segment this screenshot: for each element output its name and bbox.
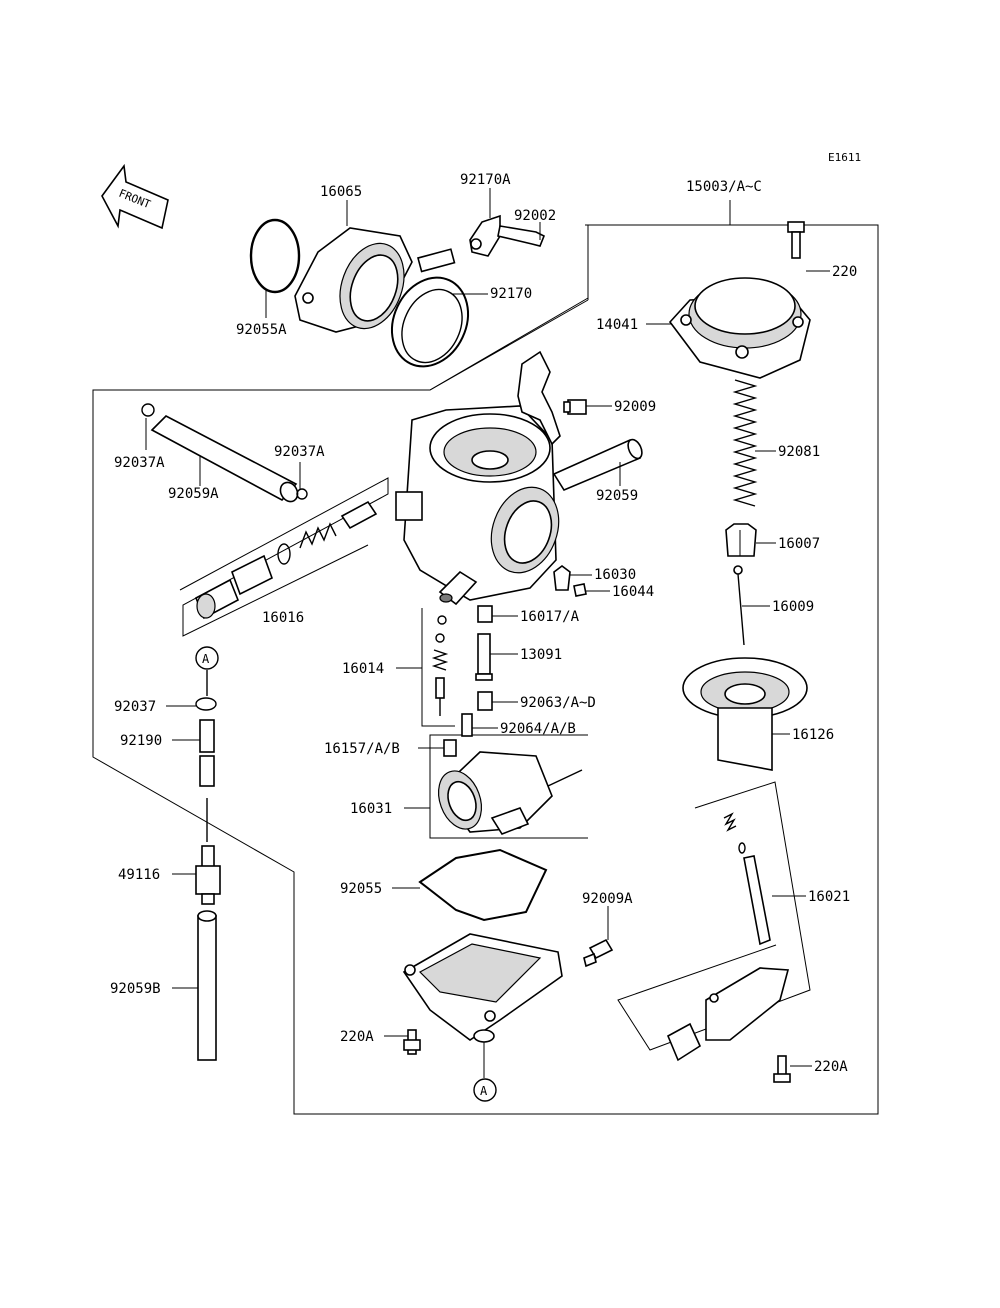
label-16030: 16030 (594, 567, 636, 583)
hose-92059b (197, 910, 217, 1061)
svg-text:A: A (480, 1084, 488, 1098)
valve-16030 (553, 565, 571, 591)
reference-marker-a-lower: A (473, 1078, 497, 1102)
label-16021: 16021 (808, 889, 850, 905)
label-92063: 92063/A~D (520, 695, 596, 711)
label-16009: 16009 (772, 599, 814, 615)
label-220: 220 (832, 264, 857, 280)
label-92059a: 92059A (168, 486, 219, 502)
label-92190: 92190 (120, 733, 162, 749)
bracket-92170a (469, 214, 501, 257)
screw-220a-left (403, 1029, 421, 1055)
part-labels: 16065 92170A 92002 92170 92055A 15003/A~… (110, 172, 857, 1075)
label-92170a: 92170A (460, 172, 511, 188)
adjuster-49116 (195, 845, 221, 905)
gasket-92055 (418, 848, 548, 922)
spring-92081 (732, 379, 758, 507)
label-92059: 92059 (596, 488, 638, 504)
label-16157: 16157/A/B (324, 741, 400, 757)
clip-92037a-upper (141, 403, 155, 417)
label-220a-left: 220A (340, 1029, 374, 1045)
label-16017: 16017/A (520, 609, 580, 625)
jet-92064 (461, 713, 473, 737)
label-92009: 92009 (614, 399, 656, 415)
jet-needle-16009 (733, 565, 745, 646)
top-cover-14041 (668, 277, 811, 379)
o-ring-92055a (249, 218, 301, 294)
diagram-code: E1611 (828, 151, 861, 164)
label-92081: 92081 (778, 444, 820, 460)
label-16016: 16016 (262, 610, 304, 626)
label-16065: 16065 (320, 184, 362, 200)
throttle-cable-16021 (666, 812, 790, 1062)
carb-holder-16065 (294, 227, 413, 333)
label-220a-right: 220A (814, 1059, 848, 1075)
label-92037: 92037 (114, 699, 156, 715)
main-jet-16017 (477, 605, 493, 623)
label-92037a-right: 92037A (274, 444, 325, 460)
label-92037a-left: 92037A (114, 455, 165, 471)
label-13091: 13091 (520, 647, 562, 663)
label-14041: 14041 (596, 317, 638, 333)
label-92002: 92002 (514, 208, 556, 224)
needle-jet-13091 (475, 633, 493, 681)
label-16014: 16014 (342, 661, 384, 677)
hose-92059 (552, 438, 643, 492)
starter-plunger-16016 (194, 500, 378, 620)
screw-16157 (443, 739, 457, 757)
duct-16031 (437, 751, 583, 835)
screw-16044 (573, 583, 587, 597)
label-15003: 15003/A~C (686, 179, 762, 195)
needle-holder-16007 (725, 523, 757, 557)
label-92170: 92170 (490, 286, 532, 302)
diaphragm-16126 (682, 657, 808, 771)
clip-92037 (195, 697, 217, 711)
label-49116: 49116 (118, 867, 160, 883)
leader-lines (145, 188, 830, 1078)
screw-92009 (563, 399, 587, 415)
carburetor-body (395, 405, 560, 606)
clip-92037a-lower (296, 488, 308, 500)
label-16007: 16007 (778, 536, 820, 552)
label-92059b: 92059B (110, 981, 161, 997)
hose-92059a (150, 415, 299, 503)
svg-text:A: A (202, 652, 210, 666)
screw-220 (787, 221, 805, 259)
tube-92190 (199, 719, 215, 787)
bolt-92002 (497, 225, 546, 247)
float-bowl (402, 933, 563, 1043)
pilot-jet-92063 (477, 691, 493, 711)
label-92064: 92064/A/B (500, 721, 576, 737)
drain-screw-92009a (583, 938, 614, 968)
throttle-lever (517, 350, 561, 446)
front-arrow-icon: FRONT (101, 163, 169, 230)
screw-220a-right (773, 1055, 791, 1083)
label-16126: 16126 (792, 727, 834, 743)
label-16031: 16031 (350, 801, 392, 817)
label-92009a: 92009A (582, 891, 633, 907)
label-92055: 92055 (340, 881, 382, 897)
clamp-92170 (391, 248, 469, 368)
reference-marker-a-upper: A (195, 646, 219, 670)
label-92055a: 92055A (236, 322, 287, 338)
label-16044: 16044 (612, 584, 654, 600)
pilot-screw-16014 (431, 615, 449, 716)
